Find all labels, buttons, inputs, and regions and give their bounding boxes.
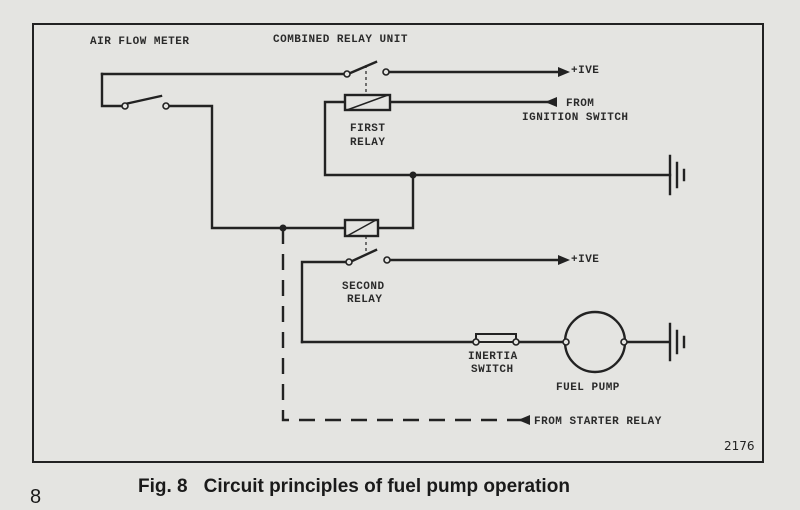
page-number: 8 — [30, 486, 42, 508]
second-relay-ground-wire — [376, 173, 415, 230]
positive-bottom-label: +IVE — [571, 254, 599, 266]
starter-relay-dashed-wire — [281, 228, 528, 422]
diagram-frame — [32, 23, 764, 463]
fuel-pump — [563, 310, 627, 374]
second-relay-feed-wire — [300, 260, 347, 344]
inertia-switch — [475, 333, 517, 343]
terminal — [121, 102, 129, 110]
terminal — [345, 258, 353, 266]
air-flow-meter-label: AIR FLOW METER — [90, 36, 189, 48]
terminal — [383, 256, 391, 264]
air-flow-meter-loop-wire — [100, 72, 124, 108]
from-starter-relay-label: FROM STARTER RELAY — [534, 416, 662, 428]
fuel-pump-label: FUEL PUMP — [556, 382, 620, 394]
figure-number: 2176 — [724, 439, 755, 453]
terminal — [162, 102, 170, 110]
junction-dot — [409, 171, 417, 179]
first-relay-switch-blade — [346, 60, 378, 76]
air-flow-meter-switch-blade — [123, 94, 163, 106]
second-relay-label-1: SECOND — [342, 281, 385, 293]
arrow-from-ignition — [545, 97, 557, 107]
inertia-switch-label-2: SWITCH — [471, 364, 514, 376]
arrow-bottom-positive — [558, 255, 570, 265]
arrow-from-starter — [518, 415, 530, 425]
figure-caption: Fig. 8 Circuit principles of fuel pump op… — [138, 476, 570, 498]
ground-symbol-bottom — [668, 322, 686, 362]
arrow-top-positive — [558, 67, 570, 77]
circuit-diagram: AIR FLOW METER COMBINED RELAY UNIT +IVE … — [32, 23, 764, 463]
terminal — [512, 338, 520, 346]
caption-title: Circuit principles of fuel pump operatio… — [203, 476, 570, 497]
inertia-switch-label-1: INERTIA — [468, 351, 518, 363]
first-relay-ground-wire — [323, 100, 672, 177]
combined-relay-unit-label: COMBINED RELAY UNIT — [273, 34, 408, 46]
ground-symbol-top — [668, 154, 686, 196]
first-relay-coil-diagonal — [346, 94, 389, 111]
second-relay-switch-blade — [348, 248, 378, 264]
air-flow-meter-output-wire — [166, 104, 347, 230]
from-ignition-label-1: FROM — [566, 98, 594, 110]
second-relay-label-2: RELAY — [347, 294, 383, 306]
terminal — [472, 338, 480, 346]
second-relay-coil-diagonal — [346, 219, 377, 237]
from-ignition-label-2: IGNITION SWITCH — [522, 112, 629, 124]
positive-top-label: +IVE — [571, 65, 599, 77]
terminal — [382, 68, 390, 76]
junction-dot — [279, 224, 287, 232]
caption-figure-label: Fig. 8 — [138, 476, 188, 497]
terminal — [620, 338, 628, 346]
first-relay-label-2: RELAY — [350, 137, 386, 149]
terminal — [562, 338, 570, 346]
terminal — [343, 70, 351, 78]
first-relay-label-1: FIRST — [350, 123, 386, 135]
